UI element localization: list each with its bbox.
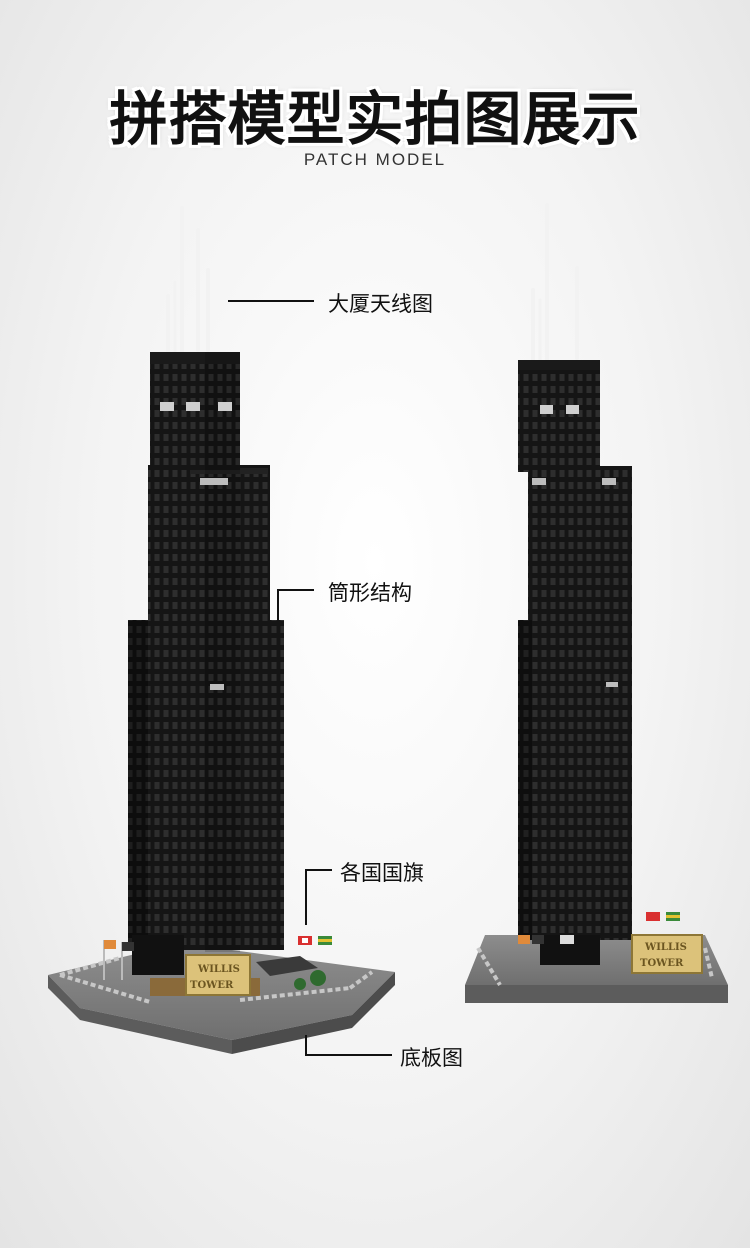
- left-sign-line2: TOWER: [190, 980, 234, 991]
- left-sign-line1: WILLIS: [197, 964, 240, 975]
- right-tower-model: [465, 203, 728, 1003]
- left-flags: [103, 936, 332, 980]
- left-tower-model: [48, 206, 395, 1054]
- left-antennas: [166, 206, 210, 354]
- callout-flags: 各国国旗: [340, 861, 424, 885]
- right-sign-line2: TOWER: [640, 958, 684, 969]
- callout-lines: [228, 300, 392, 1056]
- callout-tube-structure: 筒形结构: [328, 581, 412, 605]
- right-sign-line1: WILLIS: [644, 942, 687, 953]
- page-title: 拼搭模型实拍图展示: [109, 85, 641, 153]
- callout-base-plate: 底板图: [400, 1046, 463, 1070]
- right-antennas: [531, 203, 579, 362]
- page-subtitle: PATCH MODEL: [303, 150, 447, 169]
- right-flags: [518, 912, 680, 944]
- callout-antenna: 大厦天线图: [328, 292, 433, 316]
